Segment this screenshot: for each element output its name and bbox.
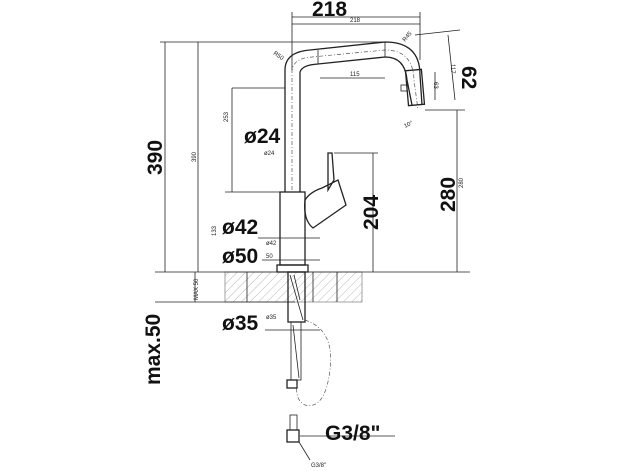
dim-straight-length: 115 bbox=[350, 72, 360, 78]
dim-head-depth-minor: 117 bbox=[449, 64, 455, 74]
dim-total-height-major: 390 bbox=[144, 140, 167, 175]
dim-max-deck-major: max.50 bbox=[142, 314, 165, 385]
dim-pipe-height-minor: 253 bbox=[224, 111, 230, 122]
countertop-section bbox=[155, 271, 470, 303]
dimension-lines bbox=[160, 12, 465, 437]
dim-total-height-minor: 390 bbox=[192, 151, 198, 162]
dim-outlet-height-minor: 280 bbox=[459, 177, 465, 188]
dim-shank-diameter-major: ø35 bbox=[222, 312, 259, 335]
faucet-outline bbox=[276, 41, 426, 461]
dim-body-diameter-minor: ø42 bbox=[266, 241, 277, 247]
dim-head-height-minor: 63 bbox=[432, 82, 438, 89]
dim-pipe-diameter-major: ø24 bbox=[244, 125, 281, 148]
dim-lever-height-major: 204 bbox=[360, 195, 383, 230]
dim-max-deck-minor: MAX 50 bbox=[194, 278, 200, 300]
dim-reach-minor: 218 bbox=[350, 18, 361, 24]
dim-body-height-minor: 133 bbox=[212, 225, 218, 236]
dim-bend-radius-right: R45 bbox=[402, 30, 414, 43]
dim-head-angle: 10° bbox=[403, 120, 414, 130]
dim-body-diameter-major: ø42 bbox=[222, 216, 258, 239]
dim-bend-radius-left: R50 bbox=[272, 51, 285, 63]
dim-pipe-diameter-minor: ø24 bbox=[264, 151, 275, 157]
dim-connection-minor: G3/8" bbox=[311, 463, 326, 469]
dim-reach-major: 218 bbox=[312, 0, 347, 21]
dim-outlet-height-major: 280 bbox=[437, 177, 460, 212]
dim-base-diameter-major: ø50 bbox=[222, 245, 258, 268]
dim-shank-diameter-minor: ø35 bbox=[266, 315, 277, 321]
dim-connection-major: G3/8" bbox=[325, 422, 380, 445]
dim-base-diameter-minor: 50 bbox=[266, 254, 273, 260]
dim-head-height-major: 62 bbox=[457, 66, 480, 89]
